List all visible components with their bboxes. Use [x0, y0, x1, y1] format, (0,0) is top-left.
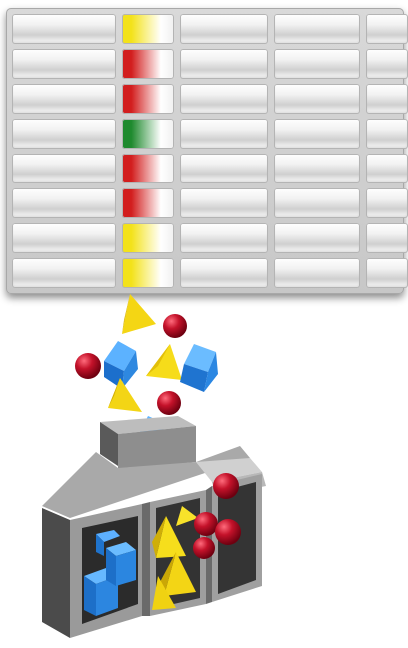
- table-cell: [12, 258, 116, 288]
- table-cell: [12, 119, 116, 149]
- status-indicator-yellow: [122, 14, 174, 44]
- table-cell: [274, 188, 360, 218]
- table-cell: [12, 14, 116, 44]
- table-cell: [274, 154, 360, 184]
- table-cell: [274, 258, 360, 288]
- status-indicator-yellow: [122, 223, 174, 253]
- pyramid-top: [122, 294, 156, 334]
- table-cell: [180, 223, 268, 253]
- table-cell: [180, 14, 268, 44]
- sphere-entry: [157, 391, 181, 415]
- status-table-panel: [6, 8, 404, 294]
- status-indicator-red: [122, 49, 174, 79]
- status-table-grid: [12, 14, 398, 288]
- sphere-left: [75, 353, 101, 379]
- table-cell: [274, 119, 360, 149]
- table-cell: [366, 188, 408, 218]
- table-cell: [12, 154, 116, 184]
- table-cell: [12, 49, 116, 79]
- table-cell: [366, 154, 408, 184]
- table-cell: [12, 84, 116, 114]
- cube-right: [180, 344, 218, 392]
- table-cell: [366, 49, 408, 79]
- table-cell: [180, 119, 268, 149]
- table-cell: [12, 223, 116, 253]
- table-cell: [180, 188, 268, 218]
- table-cell: [366, 223, 408, 253]
- table-cell: [180, 49, 268, 79]
- table-cell: [180, 154, 268, 184]
- table-cell: [180, 84, 268, 114]
- status-indicator-green: [122, 119, 174, 149]
- sorting-machine-illustration: [0, 286, 408, 648]
- table-cell: [366, 119, 408, 149]
- table-cell: [274, 84, 360, 114]
- table-cell: [274, 223, 360, 253]
- table-cell: [274, 49, 360, 79]
- table-cell: [366, 14, 408, 44]
- status-indicator-yellow: [122, 258, 174, 288]
- table-cell: [180, 258, 268, 288]
- table-cell: [274, 14, 360, 44]
- pyramid-mid: [146, 344, 182, 380]
- table-cell: [366, 258, 408, 288]
- status-indicator-red: [122, 188, 174, 218]
- sphere-top: [163, 314, 187, 338]
- status-indicator-red: [122, 154, 174, 184]
- status-indicator-red: [122, 84, 174, 114]
- table-cell: [12, 188, 116, 218]
- table-cell: [366, 84, 408, 114]
